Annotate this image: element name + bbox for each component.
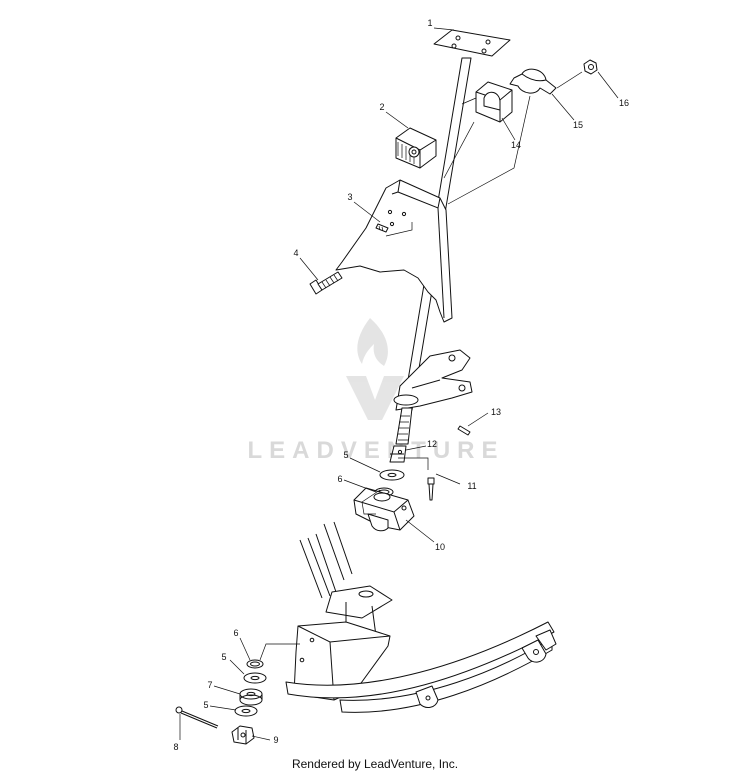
part-13-pin	[457, 425, 471, 436]
callout-5a: 5	[343, 450, 348, 460]
part-7-bearing	[239, 688, 263, 706]
callout-7: 7	[207, 680, 212, 690]
callout-10: 10	[435, 542, 445, 552]
callout-8: 8	[173, 742, 178, 752]
part-5-washer-lower-1	[243, 672, 267, 684]
frame-column	[293, 521, 393, 701]
shaft-lower-end	[395, 407, 413, 445]
leader-lines	[179, 27, 619, 741]
footer-credit: Rendered by LeadVenture, Inc.	[291, 757, 459, 771]
frame-rail	[285, 621, 557, 713]
part-15-clamp	[509, 68, 557, 95]
dash-panel	[335, 179, 453, 323]
callout-9: 9	[273, 735, 278, 745]
callout-3: 3	[347, 192, 352, 202]
callout-14: 14	[511, 140, 521, 150]
part-5-washer-lower-2	[234, 705, 258, 717]
part-10-steering-block	[353, 487, 415, 532]
callout-16: 16	[619, 98, 629, 108]
watermark-logo-icon	[346, 318, 404, 420]
callout-1: 1	[427, 18, 432, 28]
part-2-bushing	[395, 127, 437, 169]
part-4-bolt	[309, 271, 343, 295]
callouts: 1 2 3 4 5 6 8 5 6 7 5 9 10 11 12 13 14 1…	[173, 18, 629, 752]
part-6-oring-lower	[246, 659, 264, 669]
part-3-screw	[375, 223, 389, 233]
part-14-split-bushing	[475, 81, 513, 123]
callout-4: 4	[293, 248, 298, 258]
callout-13: 13	[491, 407, 501, 417]
callout-15: 15	[573, 120, 583, 130]
part-5-washer-upper	[379, 469, 405, 481]
callout-5b: 5	[221, 652, 226, 662]
callout-6b: 6	[233, 628, 238, 638]
steering-bracket	[393, 349, 473, 411]
watermark-text: LEADVENTURE	[247, 437, 504, 464]
callout-2: 2	[379, 102, 384, 112]
callout-5c: 5	[203, 700, 208, 710]
callout-12: 12	[427, 439, 437, 449]
callout-11: 11	[467, 481, 476, 491]
callout-6a: 6	[337, 474, 342, 484]
part-16-nut	[583, 59, 598, 75]
part-9-castle-nut	[231, 725, 255, 745]
part-11-bolt	[427, 477, 435, 501]
part-8-cotter-pin	[175, 706, 219, 729]
